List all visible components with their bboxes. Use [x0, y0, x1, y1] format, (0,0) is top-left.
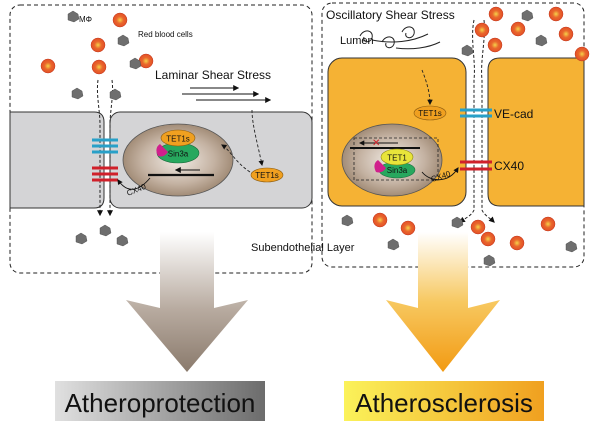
left-macrophages — [67, 10, 142, 247]
left-endothelial-cell-partial — [9, 111, 105, 209]
left-tet1s-cytoplasm-label: TET1s — [255, 171, 279, 180]
right-endothelial-cell-partial — [487, 57, 585, 207]
left-shear-signal-arrow — [251, 109, 264, 167]
left-vecad-junction — [92, 138, 118, 154]
right-cx40-arrow — [421, 167, 459, 181]
right-cx40-big-label: CX40 — [494, 159, 524, 173]
laminar-shear-arrows — [182, 85, 272, 103]
right-tet1s-cytoplasm-label: TET1s — [418, 109, 442, 118]
left-cx40-arrow — [117, 177, 151, 190]
lumen-label: Lumen — [340, 35, 374, 47]
macrophage-legend-label: MΦ — [79, 15, 92, 24]
left-outcome-arrow — [126, 232, 248, 372]
atherosclerosis-box — [344, 381, 544, 421]
left-sin3a-label: Sin3a — [168, 150, 189, 159]
oscillatory-shear-label: Oscillatory Shear Stress — [326, 8, 455, 22]
atherosclerosis-label: Atherosclerosis — [355, 388, 533, 418]
right-vecad-junction — [460, 108, 492, 118]
laminar-shear-label: Laminar Shear Stress — [155, 68, 271, 82]
oscillatory-shear-swirls — [359, 26, 441, 50]
right-outcome-arrow — [386, 232, 500, 372]
right-tet1-protein — [380, 148, 414, 166]
left-cx40-junction — [92, 166, 118, 182]
right-tet1s-signal-arrow — [421, 69, 433, 106]
right-junction-arrows — [459, 19, 495, 223]
atheroprotection-label: Atheroprotection — [65, 388, 256, 418]
right-block-mark: ✕ — [372, 138, 380, 149]
right-tet1-label: TET1 — [387, 154, 407, 163]
right-sin3a-label: Sin3a — [387, 166, 408, 175]
right-tet1s-cytoplasm-protein — [413, 105, 447, 121]
left-red-blood-cells — [40, 12, 154, 75]
right-macrophages — [341, 9, 578, 267]
rbc-legend-label: Red blood cells — [138, 30, 193, 39]
right-cx40-junction — [460, 160, 492, 171]
right-nucleus-dashed-region — [353, 137, 439, 181]
atheroprotection-box — [55, 381, 265, 421]
left-junction-arrows — [96, 79, 114, 217]
left-tet1s-nucleus-label: TET1s — [166, 135, 190, 144]
vecad-label: VE-cad — [494, 107, 533, 121]
right-cofactor-shape — [374, 160, 386, 173]
left-cofactor-shape — [156, 144, 168, 157]
left-tet1s-nucleus-protein — [160, 129, 196, 147]
left-tet1s-cytoplasm-protein — [250, 167, 284, 183]
left-tet1s-import-arrow — [221, 144, 251, 173]
subendothelial-label: Subendothelial Layer — [251, 242, 355, 254]
